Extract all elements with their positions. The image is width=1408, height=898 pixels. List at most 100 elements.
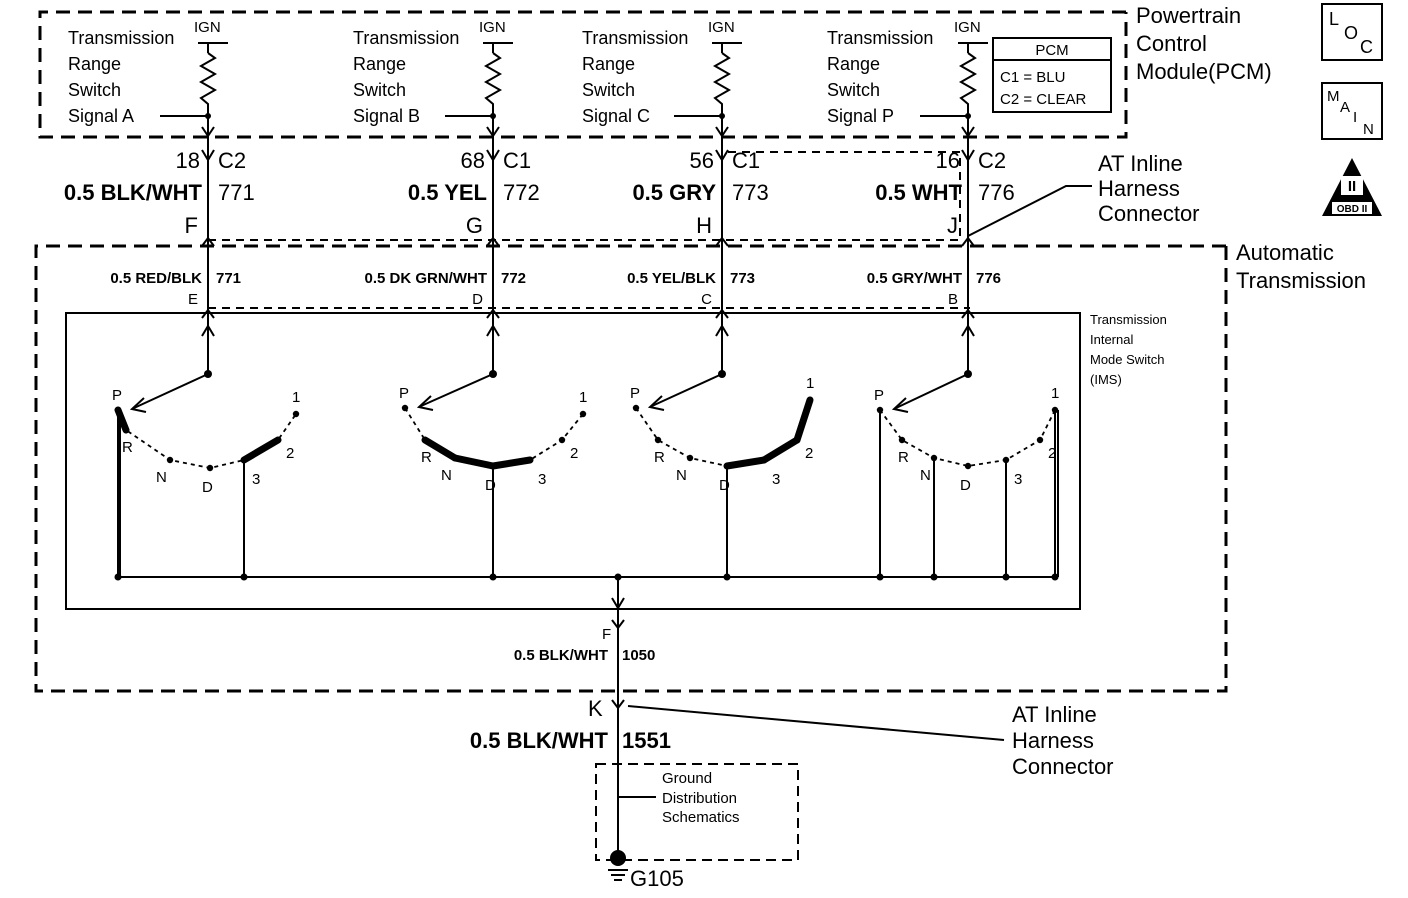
inline-connector-arrow [961,236,975,247]
pcm-wire-color: 0.5 WHT [875,180,962,205]
ims-entry-arrow [715,324,729,337]
pcm-table-title: PCM [1035,42,1068,59]
gear-position-label: 2 [286,445,294,462]
signal-label-line: Switch [827,80,880,100]
lower-connector-label-line: Harness [1012,728,1094,753]
wiper-arm [420,373,494,407]
trans-pin: D [472,291,483,308]
inline-ground-wire: 0.5 BLK/WHT [470,728,609,753]
contact-point [632,404,640,412]
gear-position-label: 1 [1051,385,1059,402]
signal-label-line: Transmission [68,28,174,48]
wiper-arm [895,373,969,409]
gear-position-label: 2 [805,445,813,462]
inline-connector-label-line: Harness [1098,176,1180,201]
inline-connector-arrow [486,236,500,247]
contact-point [760,456,768,464]
pcm-connector: C2 [978,148,1006,173]
pcm-pin-arrow [201,126,215,138]
pull-up-resistor [198,52,218,116]
inline-pin: F [185,213,198,238]
ims-ground-arrow [611,597,625,610]
contact-point [451,454,459,462]
inline-ground-fork [611,699,625,710]
gear-position-label: 2 [1048,445,1056,462]
ims-entry-arrow [201,324,215,337]
inline-connector-arrow [715,236,729,247]
ground-distribution-box [595,763,799,861]
inline-connector-label-line: Connector [1098,201,1200,226]
gear-position-label: D [719,477,730,494]
pcm-name-line: Module(PCM) [1136,59,1272,84]
gear-position-label: 2 [570,445,578,462]
signal-label-line: Range [827,54,880,74]
gear-position-label: N [920,467,931,484]
wiper-arm [133,373,209,409]
pcm-name-line: Powertrain [1136,3,1241,28]
pcm-pin-number: 18 [176,148,200,173]
ground-box-line: Distribution [662,790,737,807]
closed-contact-segment [793,396,814,444]
gear-position-label: D [202,479,213,496]
pcm-boundary [38,10,1128,139]
svg-text:OBD II: OBD II [1337,204,1368,215]
svg-text:O: O [1344,23,1358,43]
ims-pin-arrow [715,308,729,319]
closed-contact-segment [114,406,130,434]
ground-label: G105 [630,866,684,891]
pcm-connector: C1 [732,148,760,173]
contact-point [122,426,130,434]
gear-position-label: P [630,385,640,402]
gear-position-label: 3 [538,471,546,488]
pcm-pin-number: 68 [461,148,485,173]
pcm-name-line: Control [1136,31,1207,56]
inline-pin: H [696,213,712,238]
ground-terminal [610,850,626,866]
closed-contact-segment [451,454,497,470]
pcm-table-row: C1 = BLU [1000,69,1065,86]
contact-point [558,436,566,444]
lower-connector-label-line: Connector [1012,754,1114,779]
inline-ground-circuit: 1551 [622,728,671,753]
closed-contact-segment [240,436,282,464]
svg-text:II: II [1348,178,1356,195]
ims-name-line: (IMS) [1090,372,1122,387]
pcm-pin-number: 16 [936,148,960,173]
trans-circuit-number: 776 [976,270,1001,287]
signal-label-line: Signal P [827,106,894,126]
ims-boundary [65,312,1081,610]
trans-wire-color: 0.5 DK GRN/WHT [364,270,487,287]
gear-position-label: D [485,477,496,494]
contact-point [793,436,801,444]
transmission-name-line: Automatic [1236,240,1334,265]
ims-ground-pin: F [602,626,611,643]
signal-label-line: Signal A [68,106,134,126]
contact-point [274,436,282,444]
gear-position-label: D [960,477,971,494]
contact-point [654,436,662,444]
wiper-arrowhead [891,397,909,413]
pull-up-resistor [483,52,503,116]
signal-label-line: Range [582,54,635,74]
ground-box-line: Schematics [662,809,740,826]
contact-point [206,464,214,472]
gear-position-label: R [654,449,665,466]
svg-text:L: L [1329,9,1339,29]
ign-label: IGN [479,19,506,36]
ims-pin-arrow [201,308,215,319]
wiper-arrowhead [129,397,147,413]
gear-position-label: 3 [252,471,260,488]
ign-label: IGN [194,19,221,36]
inline-connector-label-line: AT Inline [1098,151,1183,176]
trans-pin: C [701,291,712,308]
pcm-wire-color: 0.5 BLK/WHT [64,180,203,205]
ims-pin-arrow [961,308,975,319]
pcm-pin-number: 56 [690,148,714,173]
